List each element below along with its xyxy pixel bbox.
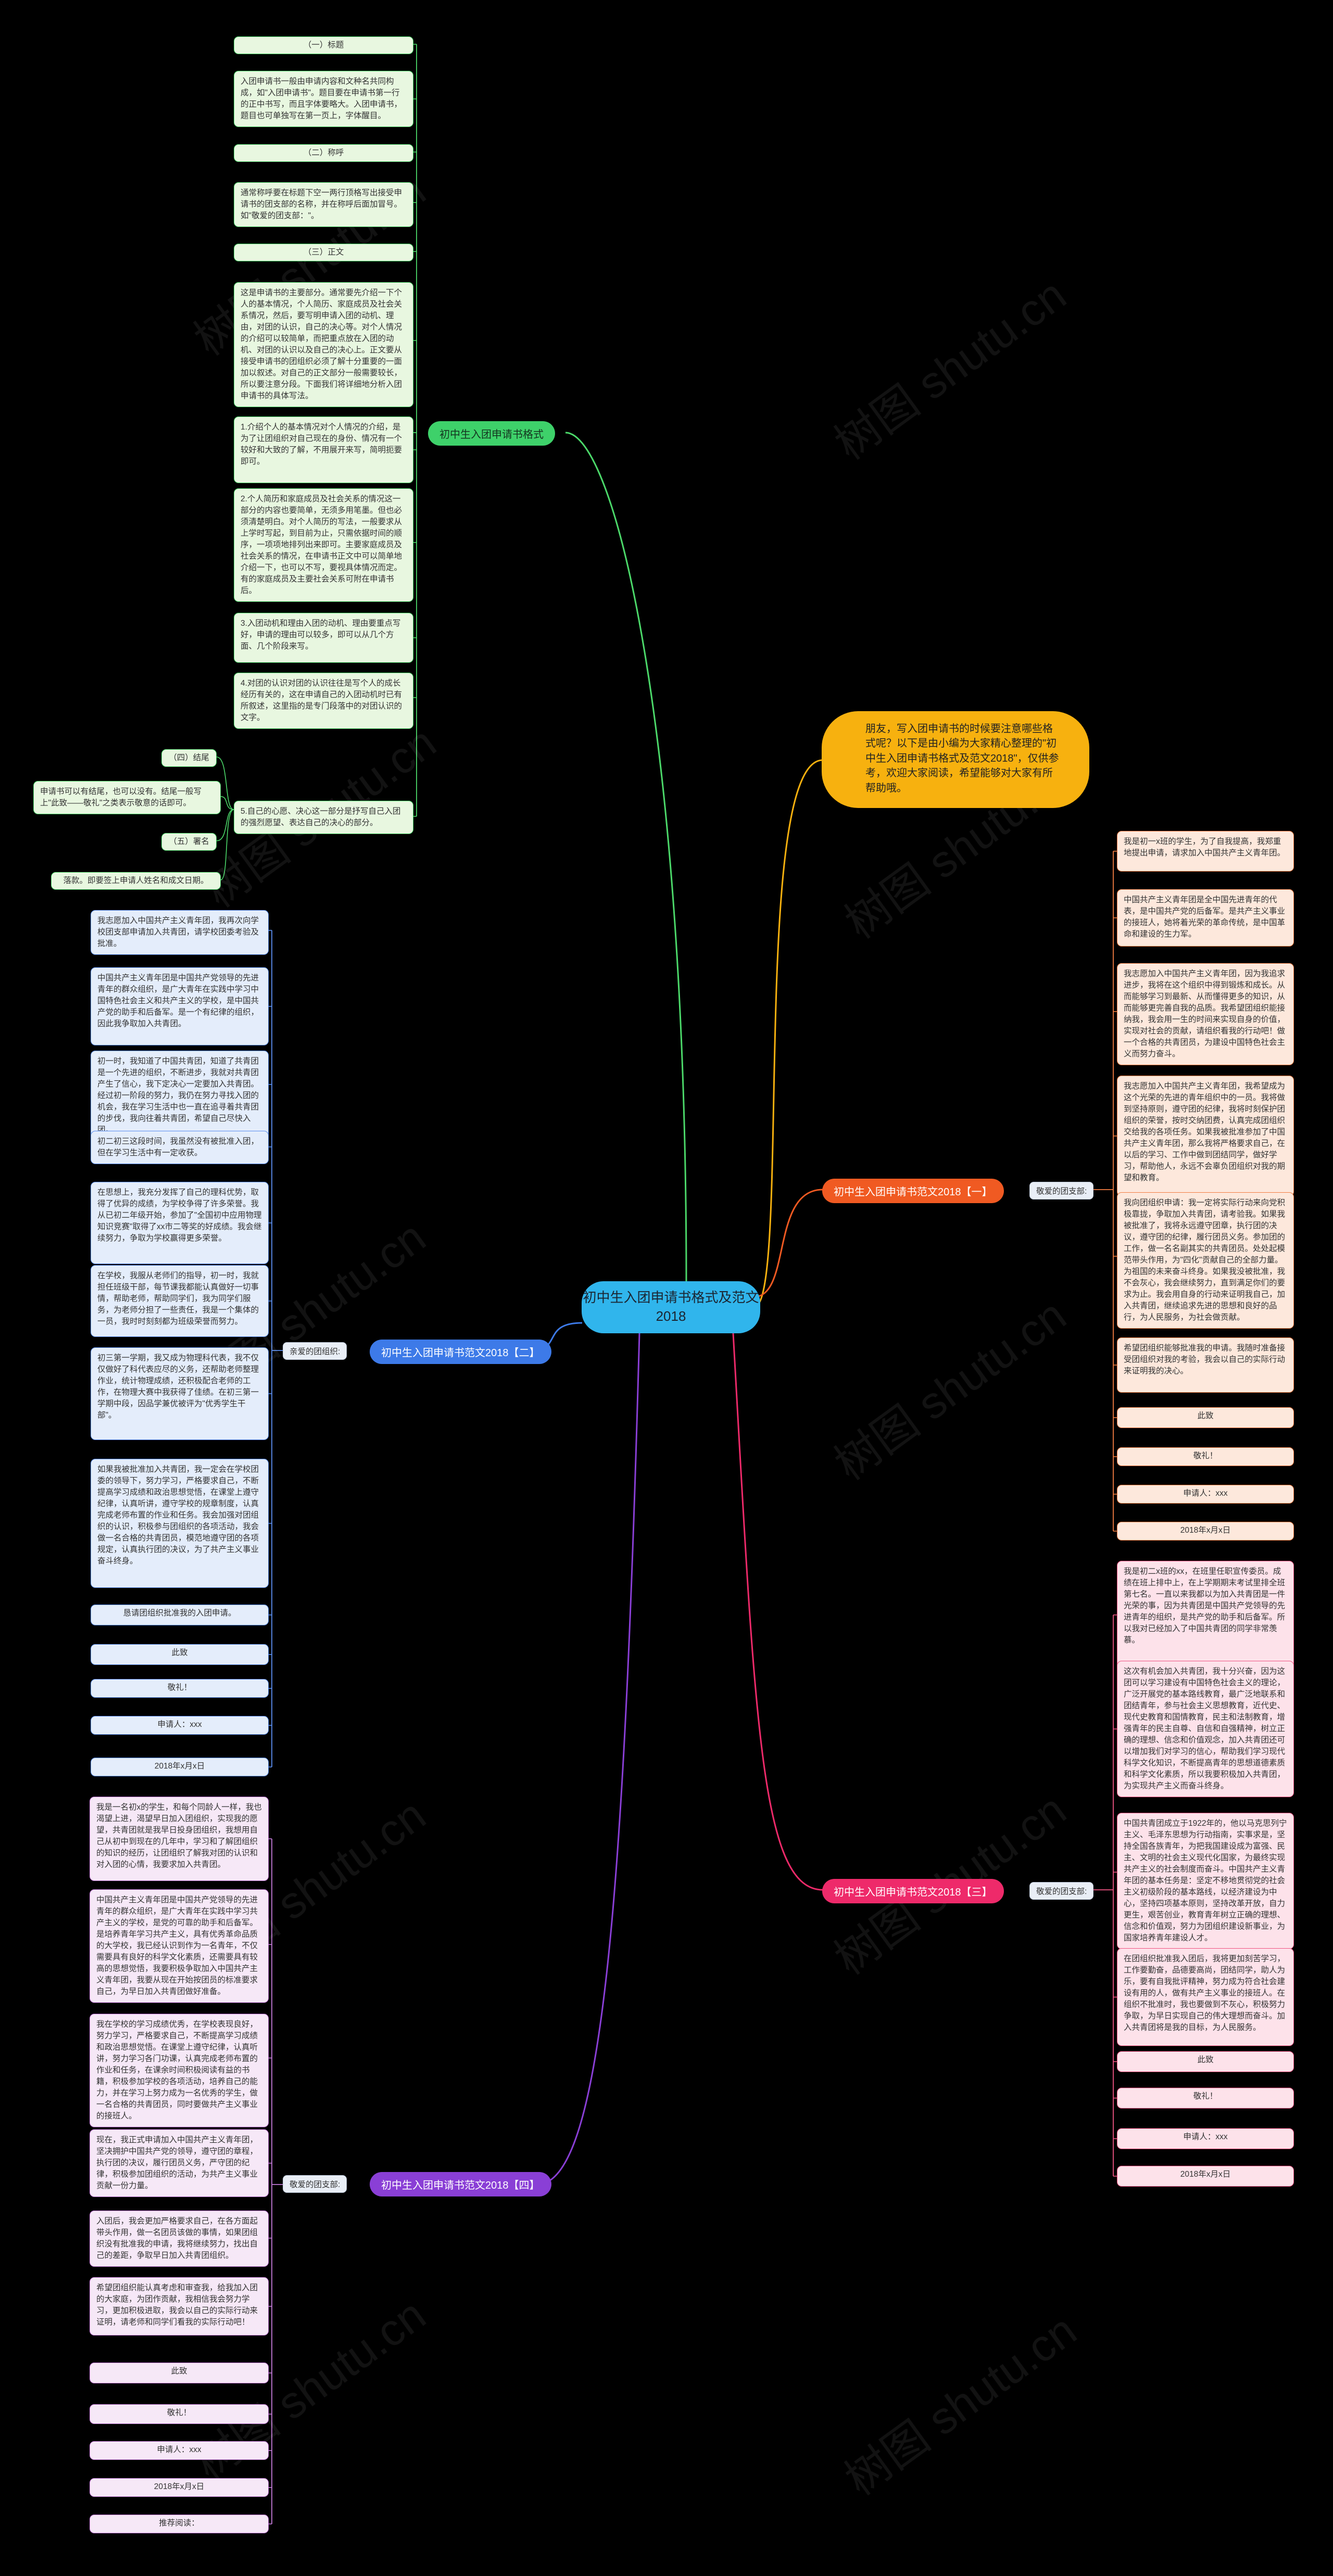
central-topic[interactable]: 初中生入团申请书格式及范文2018: [582, 1281, 760, 1333]
b1-item[interactable]: 2018年x月x日: [1117, 1522, 1294, 1540]
format-item[interactable]: （三）正文: [234, 244, 413, 261]
format-item[interactable]: （二）称呼: [234, 144, 413, 162]
branch-sample-1-label[interactable]: 初中生入团申请书范文2018【一】: [822, 1179, 1004, 1203]
salutation-sample-2: 亲爱的团组织:: [283, 1342, 347, 1360]
format-item[interactable]: 落款。即要签上申请人姓名和成文日期。: [51, 872, 221, 890]
b4-item[interactable]: 敬礼！: [90, 2404, 269, 2424]
intro-bubble[interactable]: 朋友，写入团申请书的时候要注意哪些格式呢？以下是由小编为大家精心整理的"初中生入…: [822, 711, 1089, 808]
branch-sample-3-label[interactable]: 初中生入团申请书范文2018【三】: [822, 1879, 1004, 1903]
b2-item[interactable]: 初一时，我知道了中国共青团，知道了共青团是一个先进的组织，不断进步，我就对共青团…: [91, 1051, 269, 1141]
b2-item[interactable]: 此致: [91, 1644, 269, 1665]
b2-item[interactable]: 如果我被批准加入共青团，我一定会在学校团委的领导下，努力学习，严格要求自己，不断…: [91, 1459, 269, 1588]
b4-item[interactable]: 此致: [90, 2363, 269, 2383]
b3-item[interactable]: 敬礼！: [1117, 2088, 1294, 2108]
b2-item[interactable]: 2018年x月x日: [91, 1758, 269, 1776]
branch-sample-2-label[interactable]: 初中生入团申请书范文2018【二】: [370, 1340, 551, 1364]
b2-item[interactable]: 申请人：xxx: [91, 1716, 269, 1735]
branch-sample-4-label[interactable]: 初中生入团申请书范文2018【四】: [370, 2172, 551, 2196]
format-item[interactable]: 5.自己的心愿、决心这一部分是抒写自己入团的强烈愿望、表达自己的决心的部分。: [234, 801, 413, 834]
b3-item[interactable]: 此致: [1117, 2051, 1294, 2072]
b1-item[interactable]: 敬礼！: [1117, 1447, 1294, 1466]
b1-item[interactable]: 我向团组织申请：我一定将实际行动来向党积极靠拢，争取加入共青团，请考验我。如果我…: [1117, 1192, 1294, 1329]
salutation-sample-4: 敬爱的团支部:: [283, 2175, 347, 2193]
salutation-sample-3: 敬爱的团支部:: [1029, 1882, 1094, 1900]
b4-item[interactable]: 推荐阅读：: [90, 2515, 269, 2533]
b1-item[interactable]: 申请人：xxx: [1117, 1485, 1294, 1504]
b4-item[interactable]: 现在，我正式申请加入中国共产主义青年团，坚决拥护中国共产党的领导，遵守团的章程，…: [90, 2129, 269, 2197]
b4-item[interactable]: 我在学校的学习成绩优秀，在学校表现良好，努力学习，严格要求自己，不断提高学习成绩…: [90, 2014, 269, 2127]
format-item[interactable]: 1.介绍个人的基本情况对个人情况的介绍，是为了让团组织对自己现在的身份、情况有一…: [234, 416, 413, 483]
b3-item[interactable]: 我是初二x班的xx，在班里任职宣传委员。成绩在班上排中上，在上学期期末考试里排全…: [1117, 1561, 1294, 1669]
salutation-sample-1: 敬爱的团支部:: [1029, 1182, 1094, 1199]
b4-item[interactable]: 希望团组织能认真考虑和审查我，给我加入团的大家庭，为团作贡献，我相信我会努力学习…: [90, 2277, 269, 2335]
b1-item[interactable]: 中国共产主义青年团是全中国先进青年的代表，是中国共产党的后备军。是共产主义事业的…: [1117, 889, 1294, 946]
b2-item[interactable]: 我志愿加入中国共产主义青年团，我再次向学校团支部申请加入共青团，请学校团委考验及…: [91, 910, 269, 955]
b3-item[interactable]: 2018年x月x日: [1117, 2166, 1294, 2187]
format-item[interactable]: 3.入团动机和理由入团的动机、理由要重点写好，申请的理由可以较多，即可以从几个方…: [234, 613, 413, 663]
b4-item[interactable]: 2018年x月x日: [90, 2478, 269, 2497]
b2-item[interactable]: 敬礼！: [91, 1679, 269, 1698]
b4-item[interactable]: 入团后，我会更加严格要求自己，在各方面起带头作用，做一名团员该做的事情，如果团组…: [90, 2211, 269, 2267]
format-item[interactable]: 申请书可以有结尾，也可以没有。结尾一般写上"此致——敬礼"之类表示敬意的话即可。: [33, 781, 221, 814]
b4-item[interactable]: 申请人：xxx: [90, 2441, 269, 2460]
b4-item[interactable]: 中国共产主义青年团是中国共产党领导的先进青年的群众组织，是广大青年在实践中学习共…: [90, 1889, 269, 2003]
b2-item[interactable]: 恳请团组织批准我的入团申请。: [91, 1605, 269, 1625]
format-item[interactable]: 2.个人简历和家庭成员及社会关系的情况这一部分的内容也要简单，无须多用笔墨。但也…: [234, 488, 413, 602]
b2-item[interactable]: 初二初三这段时间，我虽然没有被批准入团，但在学习生活中有一定收获。: [91, 1131, 269, 1164]
b1-item[interactable]: 希望团组织能够批准我的申请。我随时准备接受团组织对我的考验，我会以自己的实际行动…: [1117, 1337, 1294, 1393]
b2-item[interactable]: 中国共产主义青年团是中国共产党领导的先进青年的群众组织，是广大青年在实践中学习中…: [91, 967, 269, 1045]
b1-item[interactable]: 我是初一x班的学生，为了自我提高，我郑重地提出申请，请求加入中国共产主义青年团。: [1117, 831, 1294, 872]
b4-item[interactable]: 我是一名初x的学生，和每个同龄人一样，我也渴望上进，渴望早日加入团组织，实现我的…: [90, 1797, 269, 1881]
b2-item[interactable]: 在学校，我服从老师们的指导，初一时，我就担任班级干部，每节课我都能认真做好一切事…: [91, 1265, 269, 1337]
b1-item[interactable]: 我志愿加入中国共产主义青年团，我希望成为这个光荣的先进的青年组织中的一员。我将做…: [1117, 1076, 1294, 1196]
b3-item[interactable]: 中国共青团成立于1922年的，他以马克思列宁主义、毛泽东思想为行动指南，实事求是…: [1117, 1813, 1294, 1949]
b3-item[interactable]: 这次有机会加入共青团，我十分兴奋，因为这团可以学习建设有中国特色社会主义的理论，…: [1117, 1661, 1294, 1797]
format-item[interactable]: 入团申请书一般由申请内容和文种名共同构成，如"入团申请书"。题目要在申请书第一行…: [234, 71, 413, 127]
b3-item[interactable]: 在团组织批准我入团后，我将更加刻苦学习，工作要勤奋，品德要高尚，团结同学，助人为…: [1117, 1948, 1294, 2046]
format-item[interactable]: 通常称呼要在标题下空一两行顶格写出接受申请书的团支部的名称，并在称呼后面加冒号。…: [234, 182, 413, 227]
format-item[interactable]: 4.对团的认识对团的认识往往是写个人的成长经历有关的，这在申请自己的入团动机时已…: [234, 673, 413, 729]
format-item[interactable]: （一）标题: [234, 36, 413, 54]
b2-item[interactable]: 在思想上，我充分发挥了自己的理科优势，取得了优异的成绩，为学校争得了许多荣誉。我…: [91, 1182, 269, 1264]
b1-item[interactable]: 我志愿加入中国共产主义青年团，因为我追求进步，我将在这个组织中得到锻炼和成长。从…: [1117, 963, 1294, 1065]
b3-item[interactable]: 申请人：xxx: [1117, 2128, 1294, 2149]
format-item[interactable]: （四）结尾: [161, 749, 217, 767]
format-item[interactable]: （五）署名: [161, 833, 217, 851]
b2-item[interactable]: 初三第一学期，我又成为物理科代表，我不仅仅做好了科代表应尽的义务，还帮助老师整理…: [91, 1347, 269, 1440]
branch-format-label[interactable]: 初中生入团申请书格式: [428, 421, 555, 446]
format-item[interactable]: 这是申请书的主要部分。通常要先介绍一下个人的基本情况，个人简历、家庭成员及社会关…: [234, 282, 413, 407]
b1-item[interactable]: 此致: [1117, 1407, 1294, 1428]
